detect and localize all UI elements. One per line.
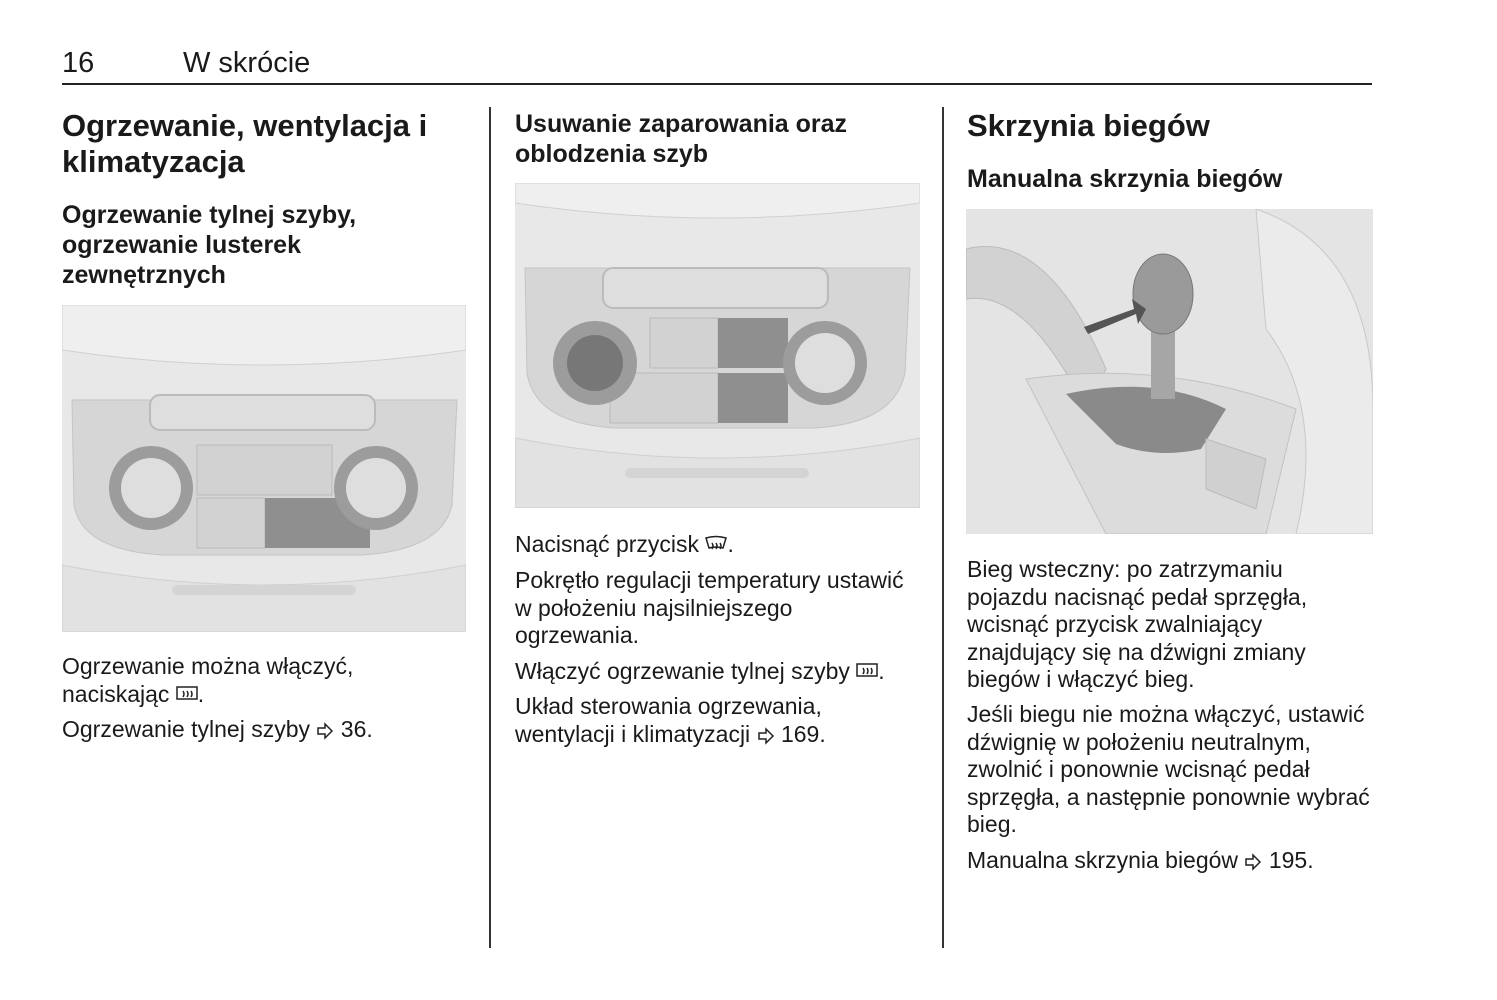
paragraph: Pokrętło regulacji temperatury ustawić w… xyxy=(515,567,904,648)
column-divider xyxy=(489,107,491,948)
rear-window-heater-icon xyxy=(176,685,198,700)
section-title: W skrócie xyxy=(183,47,311,79)
section-heading: Ogrzewanie, wentylacja i klimatyzacja xyxy=(62,108,428,179)
page-reference-arrow-icon xyxy=(317,722,334,740)
climate-panel-defrost-illustration xyxy=(515,183,920,508)
header-rule xyxy=(62,83,1372,85)
page-reference-arrow-icon xyxy=(757,726,774,745)
paragraph: Ogrzewanie można włączyć, naciskając . xyxy=(62,653,354,707)
page-number: 16 xyxy=(62,47,95,79)
page-reference-arrow-icon xyxy=(1245,853,1262,871)
cross-reference[interactable]: Manualna skrzynia biegów 195. xyxy=(967,847,1314,873)
paragraph: Jeśli biegu nie można włączyć, ustawić d… xyxy=(967,701,1370,837)
gear-lever-illustration xyxy=(966,209,1373,534)
paragraph: Włączyć ogrzewanie tylnej szyby . xyxy=(515,658,885,684)
windscreen-defrost-icon xyxy=(705,535,728,550)
column-divider xyxy=(942,107,944,948)
subsection-heading: Ogrzewanie tylnej szyby, ogrzewanie lust… xyxy=(62,201,357,289)
cross-reference[interactable]: Układ sterowania ogrzewania, wentylacji … xyxy=(515,693,826,747)
section-heading: Usuwanie zaparowania oraz oblodzenia szy… xyxy=(515,110,848,168)
paragraph: Bieg wsteczny: po zatrzymaniu pojazdu na… xyxy=(967,556,1308,692)
paragraph: Nacisnąć przycisk . xyxy=(515,531,734,557)
cross-reference[interactable]: Ogrzewanie tylnej szyby 36. xyxy=(62,716,373,742)
section-heading: Skrzynia biegów xyxy=(967,108,1210,143)
subsection-heading: Manualna skrzynia biegów xyxy=(967,165,1283,193)
rear-window-heater-icon xyxy=(856,663,879,677)
climate-panel-illustration xyxy=(62,305,466,632)
